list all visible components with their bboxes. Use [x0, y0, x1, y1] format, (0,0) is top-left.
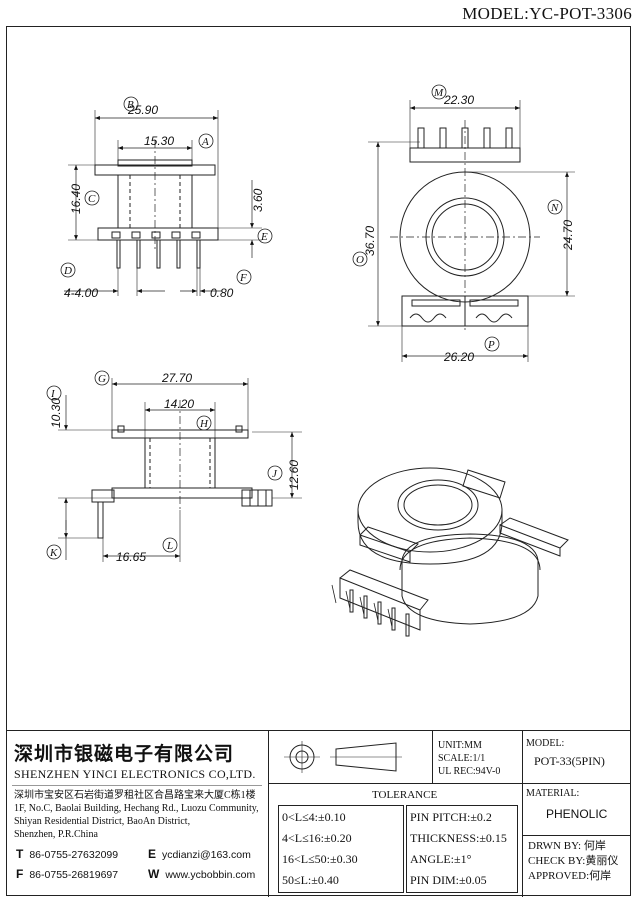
tol-box-left	[278, 805, 404, 893]
dim-C: 16.40	[69, 184, 83, 214]
letter-labels: B A C E D F M N O P G I H J K L	[49, 87, 559, 559]
dim-D: 4-4.00	[64, 286, 98, 300]
technical-drawing: 25.90 15.30 16.40 3.60 4-4.00 0.80 22.30…	[46, 84, 575, 637]
drawing-frame	[6, 26, 631, 896]
svg-text:J: J	[272, 468, 278, 480]
isometric-view	[331, 467, 569, 637]
dim-G: 27.70	[161, 371, 192, 385]
dim-B: 25.90	[127, 103, 158, 117]
dim-H: 14.20	[164, 397, 194, 411]
svg-text:H: H	[199, 418, 209, 430]
svg-text:F: F	[239, 272, 247, 284]
dim-I: 10.30	[49, 398, 63, 428]
material-label: MATERIAL:	[526, 788, 580, 799]
front-view	[64, 110, 262, 296]
dim-J: 12.60	[287, 460, 301, 490]
side-view	[368, 100, 575, 362]
tolerance-title: TOLERANCE	[372, 789, 438, 801]
svg-text:C: C	[88, 193, 96, 205]
dimension-labels: 25.90 15.30 16.40 3.60 4-4.00 0.80 22.30…	[49, 93, 575, 564]
svg-text:G: G	[98, 373, 106, 385]
company-name-en: SHENZHEN YINCI ELECTRONICS CO,LTD.	[14, 767, 256, 781]
dim-M: 22.30	[443, 93, 474, 107]
svg-text:O: O	[356, 254, 364, 266]
svg-text:E: E	[260, 231, 268, 243]
dim-A: 15.30	[144, 134, 174, 148]
letter-circles	[46, 84, 563, 560]
projection-symbol	[284, 741, 402, 773]
tol-box-right	[406, 805, 518, 893]
model-value: POT-33(5PIN)	[534, 754, 605, 768]
material-value: PHENOLIC	[546, 807, 608, 821]
dim-E: 3.60	[251, 188, 265, 212]
svg-text:M: M	[433, 87, 444, 99]
dim-N: 24.70	[561, 220, 575, 251]
company-name-cn: 深圳市银磁电子有限公司	[14, 743, 235, 765]
svg-text:A: A	[201, 136, 209, 148]
dim-F: 0.80	[210, 286, 234, 300]
company-address: 深圳市宝安区石岩街道罗租社区合昌路宝来大厦C栋1楼 1F, No.C, Baol…	[14, 790, 259, 840]
svg-text:K: K	[49, 547, 58, 559]
front-view-2	[58, 378, 302, 562]
svg-text:D: D	[63, 265, 72, 277]
svg-text:N: N	[550, 202, 559, 214]
dim-L: 16.65	[116, 550, 146, 564]
model-title: MODEL:YC-POT-3306	[462, 4, 632, 23]
title-block: 深圳市银磁电子有限公司 SHENZHEN YINCI ELECTRONICS C…	[6, 730, 631, 897]
svg-text:P: P	[487, 339, 495, 351]
model-label: MODEL:	[526, 738, 565, 749]
svg-text:L: L	[166, 540, 173, 552]
svg-text:I: I	[50, 388, 56, 400]
svg-text:B: B	[127, 99, 134, 111]
dim-O: 36.70	[363, 226, 377, 256]
dim-P: 26.20	[443, 350, 474, 364]
